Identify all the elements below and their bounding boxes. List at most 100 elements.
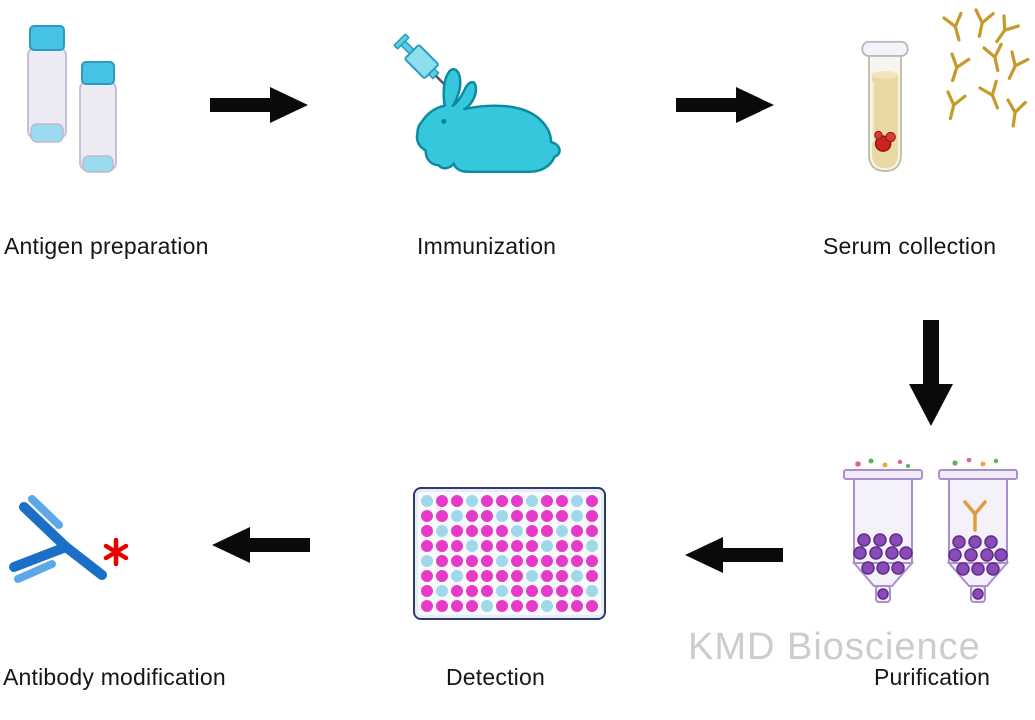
plate-well: [466, 570, 478, 582]
plate-well: [451, 570, 463, 582]
arrow-right-svg: [210, 87, 308, 123]
rabbit-icon: [405, 60, 570, 178]
arrow-right-icon: [676, 84, 776, 126]
rabbit-eye: [441, 119, 447, 124]
plate-well: [586, 495, 598, 507]
plate-well: [526, 555, 538, 567]
plate-well: [496, 600, 508, 612]
plate-well: [526, 495, 538, 507]
tube-serum: [871, 74, 899, 169]
arrow-left-icon: [208, 524, 312, 566]
plate-well: [586, 525, 598, 537]
test-tube-icon: [852, 26, 918, 184]
arrow-left-icon: [682, 534, 784, 576]
plate-well: [496, 540, 508, 552]
plate-well: [421, 600, 433, 612]
plate-well: [496, 510, 508, 522]
step-label-immunization: Immunization: [417, 233, 557, 259]
plate-well: [586, 585, 598, 597]
plate-well: [496, 525, 508, 537]
plate-well: [511, 540, 523, 552]
plate-well: [466, 555, 478, 567]
plate-well: [541, 555, 553, 567]
vial-2: [79, 61, 117, 173]
captured-antibody-icon: [963, 500, 987, 532]
plate-well: [511, 525, 523, 537]
plate-well: [451, 555, 463, 567]
plate-well: [556, 525, 568, 537]
plate-well: [511, 495, 523, 507]
spin-column-icons: [838, 458, 1023, 618]
plate-well: [436, 570, 448, 582]
plate-well: [556, 585, 568, 597]
plate-well: [586, 600, 598, 612]
plate-well: [556, 495, 568, 507]
vial-1: [27, 25, 67, 143]
tube-rim: [861, 40, 909, 57]
rabbit-body: [415, 68, 561, 174]
plate-well: [436, 510, 448, 522]
plate-well: [436, 525, 448, 537]
arrow-down-icon: [906, 320, 956, 430]
arrow-left-svg: [212, 527, 310, 563]
plate-well: [571, 510, 583, 522]
column-top-dots: [952, 458, 999, 467]
plate-well: [421, 585, 433, 597]
plate-well: [421, 570, 433, 582]
plate-well: [571, 555, 583, 567]
plate-well: [511, 585, 523, 597]
plate-well: [436, 585, 448, 597]
plate-well: [436, 555, 448, 567]
plate-well: [421, 495, 433, 507]
modified-antibody-icon: [2, 495, 137, 605]
plate-well: [451, 510, 463, 522]
watermark: KMD Bioscience: [688, 626, 981, 668]
plate-well: [571, 540, 583, 552]
spin-column-2: [938, 458, 1018, 603]
plate-well: [481, 570, 493, 582]
test-tube-svg: [861, 40, 909, 172]
plate-well: [571, 525, 583, 537]
plate-well: [571, 495, 583, 507]
microplate-icon: [413, 487, 606, 620]
plate-well: [586, 540, 598, 552]
red-asterisk-icon: [103, 537, 129, 567]
plate-well: [436, 495, 448, 507]
antibody-light-chains: [14, 495, 63, 583]
plate-well: [451, 495, 463, 507]
plate-well: [511, 600, 523, 612]
plate-well: [526, 600, 538, 612]
plate-well: [466, 510, 478, 522]
plate-well: [556, 510, 568, 522]
serum-surface: [871, 71, 899, 79]
plate-well: [541, 510, 553, 522]
plate-well: [586, 510, 598, 522]
plate-well: [586, 570, 598, 582]
step-label-antigen-preparation: Antigen preparation: [4, 233, 209, 259]
plate-well: [451, 525, 463, 537]
arrow-left-svg: [685, 537, 783, 573]
syringe-body: [393, 33, 452, 92]
plate-well: [421, 555, 433, 567]
plate-well: [556, 540, 568, 552]
plate-well: [481, 600, 493, 612]
step-label-purification: Purification: [874, 664, 991, 690]
plate-well: [541, 585, 553, 597]
plate-well: [586, 555, 598, 567]
plate-well: [466, 525, 478, 537]
plate-well: [526, 570, 538, 582]
plate-well: [436, 600, 448, 612]
purification-svg: [843, 458, 1018, 603]
step-label-detection: Detection: [446, 664, 545, 690]
step-label-serum-collection: Serum collection: [823, 233, 997, 259]
plate-well: [541, 540, 553, 552]
arrow-right-svg: [676, 87, 774, 123]
plate-well: [436, 540, 448, 552]
plate-well: [466, 540, 478, 552]
step-label-antibody-modification: Antibody modification: [3, 664, 226, 690]
plate-well: [496, 585, 508, 597]
arrow-down-svg: [909, 320, 953, 426]
plate-well: [541, 495, 553, 507]
column-top-dots: [855, 458, 910, 468]
syringe-svg: [393, 33, 452, 92]
